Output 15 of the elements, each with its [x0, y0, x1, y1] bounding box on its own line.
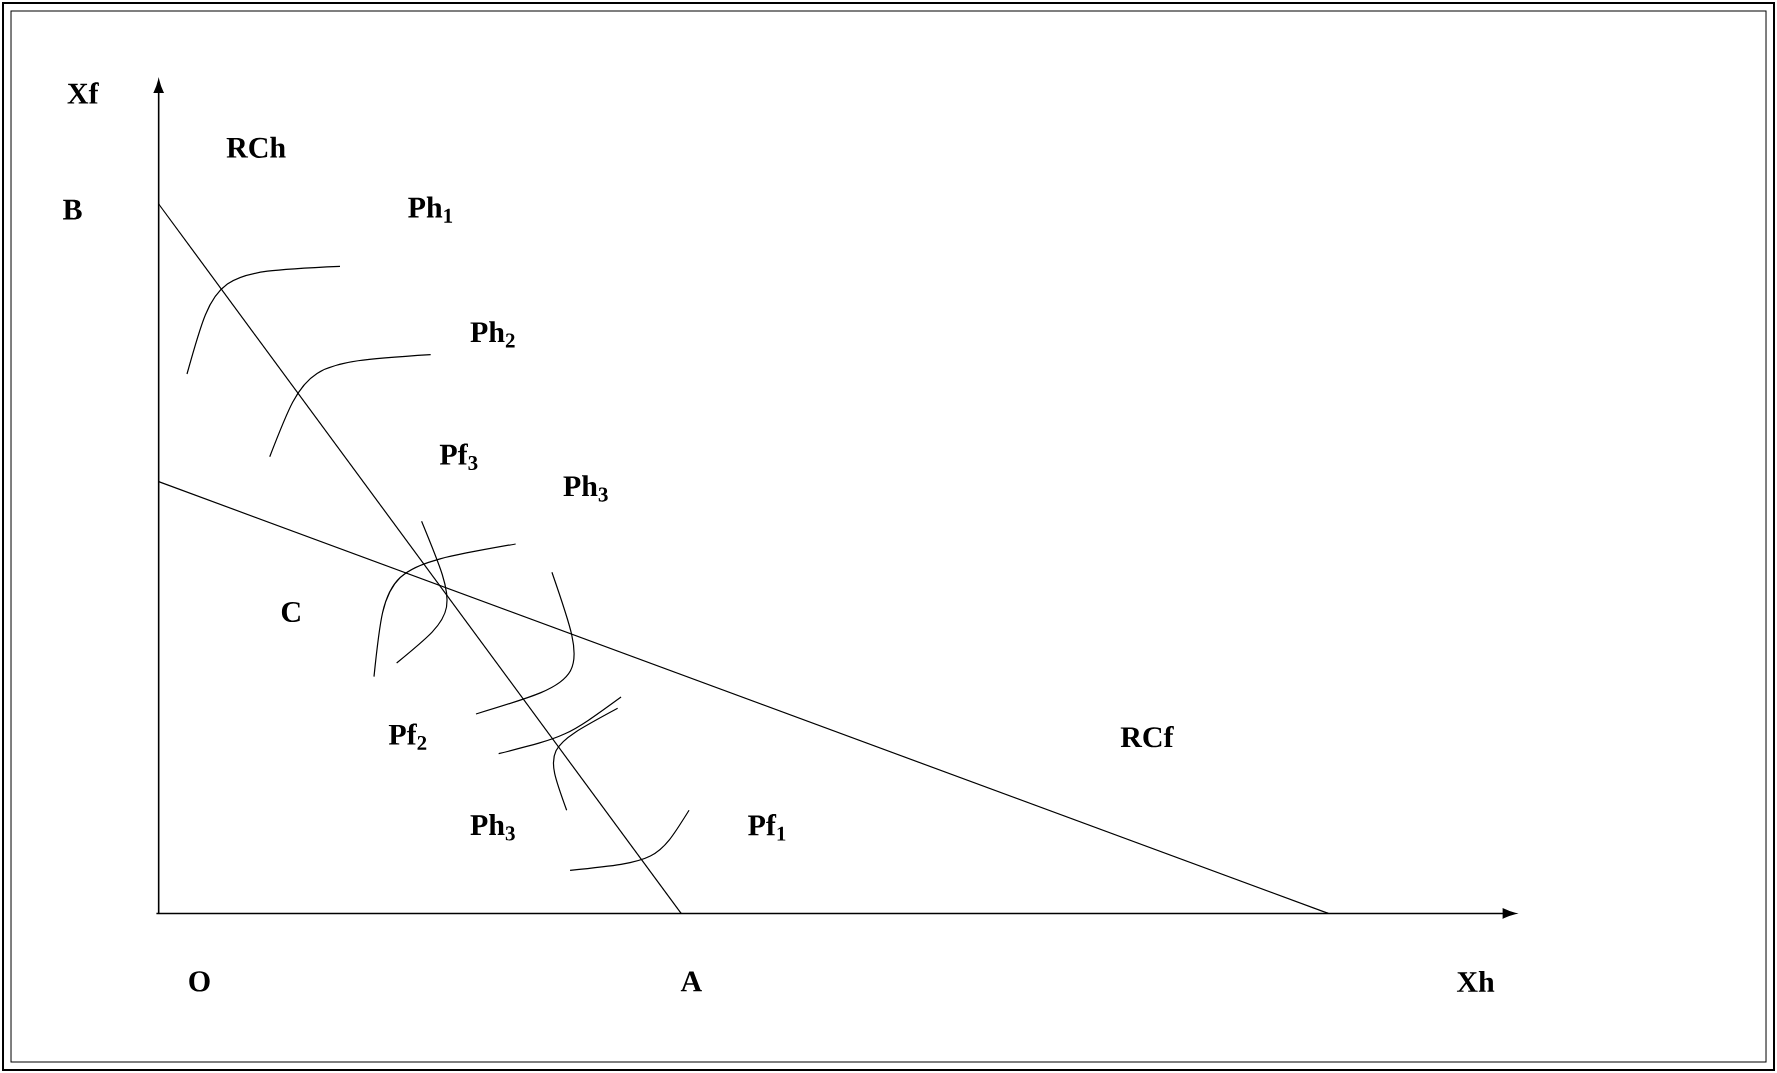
axis-label: Ph$_{1}$ [408, 196, 453, 223]
axis-label: Pf$_{2}$ [388, 723, 427, 750]
axis-label: Pf$_{3}$ [439, 443, 478, 471]
axis-label: C [281, 601, 300, 623]
axis-label: Xf [67, 82, 99, 104]
axis-label: B [63, 199, 82, 220]
axis-label: O [189, 971, 210, 992]
axis-label: RCf [1120, 725, 1174, 748]
axis-label: Ph$_{2}$ [470, 321, 515, 348]
axis-label: Ph$_{3}$ [563, 475, 608, 502]
axis-label: A [680, 971, 702, 992]
axis-label: Pf$_{1}$ [748, 814, 786, 841]
axis-label: Ph$_{3}$ [470, 814, 515, 841]
axis-label: RCh [226, 136, 286, 158]
axis-label: Xh [1456, 971, 1495, 992]
